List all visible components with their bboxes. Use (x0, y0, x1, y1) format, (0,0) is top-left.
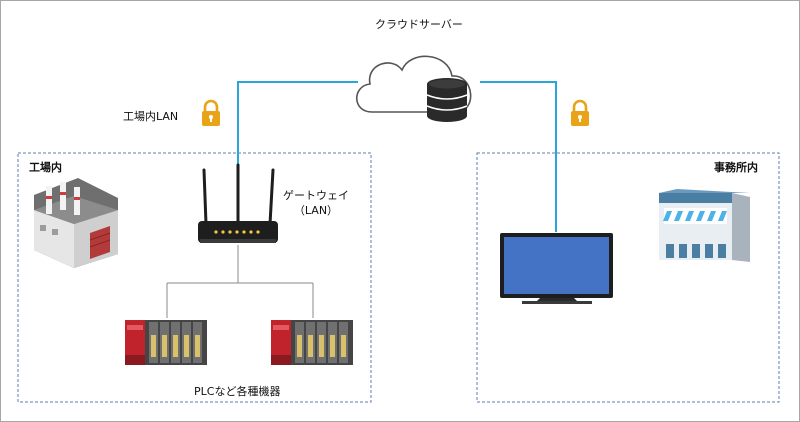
gateway-label: ゲートウェイ （LAN） (283, 188, 349, 218)
devices-label: PLCなど各種機器 (194, 385, 281, 398)
gateway-label-line1: ゲートウェイ (283, 189, 349, 202)
cloud-server-label: クラウドサーバー (375, 18, 463, 31)
plc-device-icon-left (125, 320, 207, 365)
factory-building-icon (34, 178, 118, 268)
factory-lan-link (237, 81, 358, 172)
factory-zone (17, 152, 372, 403)
monitor-icon (500, 233, 613, 304)
factory-lan-label: 工場内LAN (123, 110, 179, 123)
lock-icon-office (571, 99, 589, 126)
office-zone-label: 事務所内 (714, 161, 758, 174)
factory-zone-label: 工場内 (29, 161, 62, 174)
lock-icon-factory (202, 99, 220, 126)
office-link (480, 81, 557, 232)
office-zone (476, 152, 780, 403)
plc-device-icon-right (271, 320, 353, 365)
office-building-icon (659, 189, 750, 262)
gateway-router-icon (198, 163, 278, 243)
database-icon (426, 78, 468, 122)
cloud-server-icon (356, 55, 472, 122)
lan-tree-lines (166, 245, 314, 318)
gateway-label-line2: （LAN） (293, 204, 339, 217)
